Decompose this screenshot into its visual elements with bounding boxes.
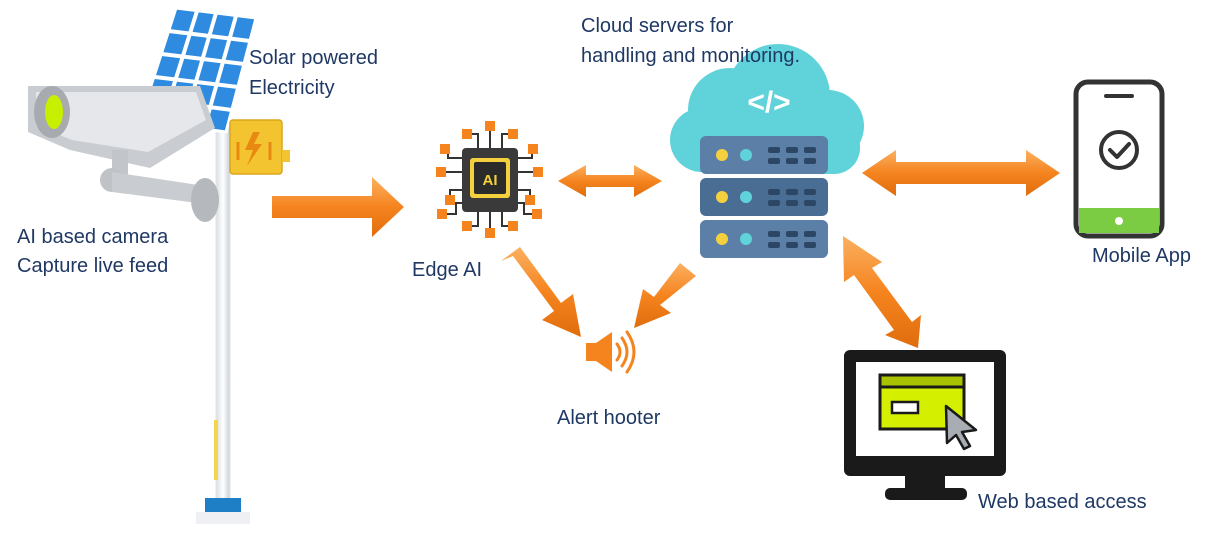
arrow-edge-to-hooter [501,247,581,337]
arrow-cloud-mobile-double [862,150,1060,196]
computer-monitor-icon [844,350,1006,500]
solar-label-line2: Electricity [249,77,335,99]
speaker-icon [586,330,636,374]
web-access-label: Web based access [978,491,1147,513]
cloud-server-icon: </> [670,44,864,258]
cctv-camera-icon [28,86,219,222]
alert-hooter-label: Alert hooter [557,407,661,429]
cloud-label-line1: Cloud servers for [581,15,734,37]
edge-ai-label: Edge AI [412,259,483,281]
solar-pole-icon [196,39,250,524]
smartphone-check-icon [1073,79,1165,239]
battery-box-icon [229,119,290,175]
mobile-app-label: Mobile App [1092,245,1191,267]
camera-label-line2: Capture live feed [17,255,169,277]
chip-text: AI [483,172,498,189]
camera-label-line1: AI based camera [17,226,169,248]
arrow-cloud-web-double [843,236,921,348]
cloud-label-line2: handling and monitoring. [581,45,801,67]
arrow-cloud-to-hooter [634,263,696,328]
solar-label-line1: Solar powered [249,47,378,69]
code-symbol: </> [747,86,790,119]
arrow-camera-to-edge [272,177,404,237]
arrow-edge-cloud-double [558,165,662,197]
